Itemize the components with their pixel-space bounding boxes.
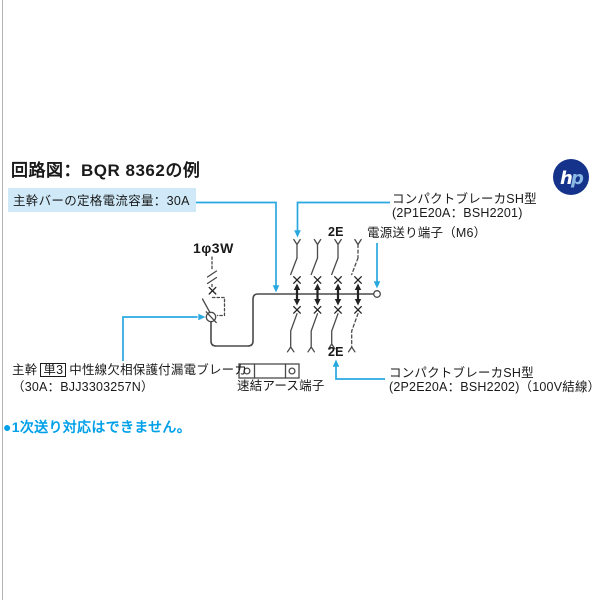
branch-circuit-4-optional <box>347 238 362 353</box>
leader-bus-rating <box>186 201 280 293</box>
earth-terminal-label: 速結アース端子 <box>237 379 325 393</box>
bus-wire <box>210 290 381 347</box>
fork-terminal-icon <box>334 238 342 259</box>
breaker-top-line2: (2P1E20A：BSH2201) <box>392 205 523 220</box>
logo-letter-p: p <box>570 168 584 189</box>
line-break-icon <box>206 270 218 285</box>
main-breaker-suffix: 中性線欠相保護付漏電ブレーカ <box>69 363 248 377</box>
breaker-bottom-line2: (2P2E20A：BSH2202)（100V結線） <box>389 379 600 394</box>
branch-circuit-3 <box>327 238 342 350</box>
breaker-top-label: コンパクトブレーカSH型 (2P1E20A：BSH2201) <box>392 192 537 220</box>
bus-rating-label: 主幹バーの定格電流容量：30A <box>8 188 196 212</box>
power-feed-terminal-icon <box>373 290 381 298</box>
page-title: 回路図：BQR 8362の例 <box>11 161 201 180</box>
switch-blade <box>201 298 211 314</box>
e2-bottom-label: 2E <box>328 345 344 359</box>
breaker-top-line1: コンパクトブレーカSH型 <box>392 192 537 206</box>
main-breaker-prefix: 主幹 <box>12 363 38 377</box>
leader-power-terminal <box>373 243 381 289</box>
leader-breaker-top <box>294 201 390 238</box>
earth-terminal-symbol <box>238 363 300 379</box>
e2-top-label: 2E <box>328 225 344 239</box>
logo-letter-h: h <box>560 168 573 189</box>
main-breaker-model: （30A：BJJ3303257N） <box>12 380 154 394</box>
fork-terminal-icon <box>354 238 362 246</box>
phase-label: 1φ3W <box>193 240 234 256</box>
brand-logo-icon: h p <box>552 158 590 196</box>
breaker-bottom-label: コンパクトブレーカSH型 (2P2E20A：BSH2202)（100V結線） <box>389 366 600 394</box>
fork-terminal-icon <box>293 238 301 259</box>
main-breaker-symbol <box>201 256 226 324</box>
leader-main-breaker <box>122 313 206 361</box>
trip-link-box <box>211 296 226 317</box>
leader-breaker-bottom <box>332 359 385 380</box>
main-breaker-type-badge: 単3 <box>40 363 67 377</box>
fork-terminal-icon <box>313 238 322 259</box>
restriction-note: ●1次送り対応はできません。 <box>3 419 192 435</box>
branch-circuit-2 <box>307 238 322 353</box>
breaker-bottom-line1: コンパクトブレーカSH型 <box>389 366 534 380</box>
branch-circuit-1 <box>286 238 301 353</box>
power-terminal-label: 電源送り端子（M6） <box>367 226 487 240</box>
contact-cross-icon <box>208 286 217 295</box>
